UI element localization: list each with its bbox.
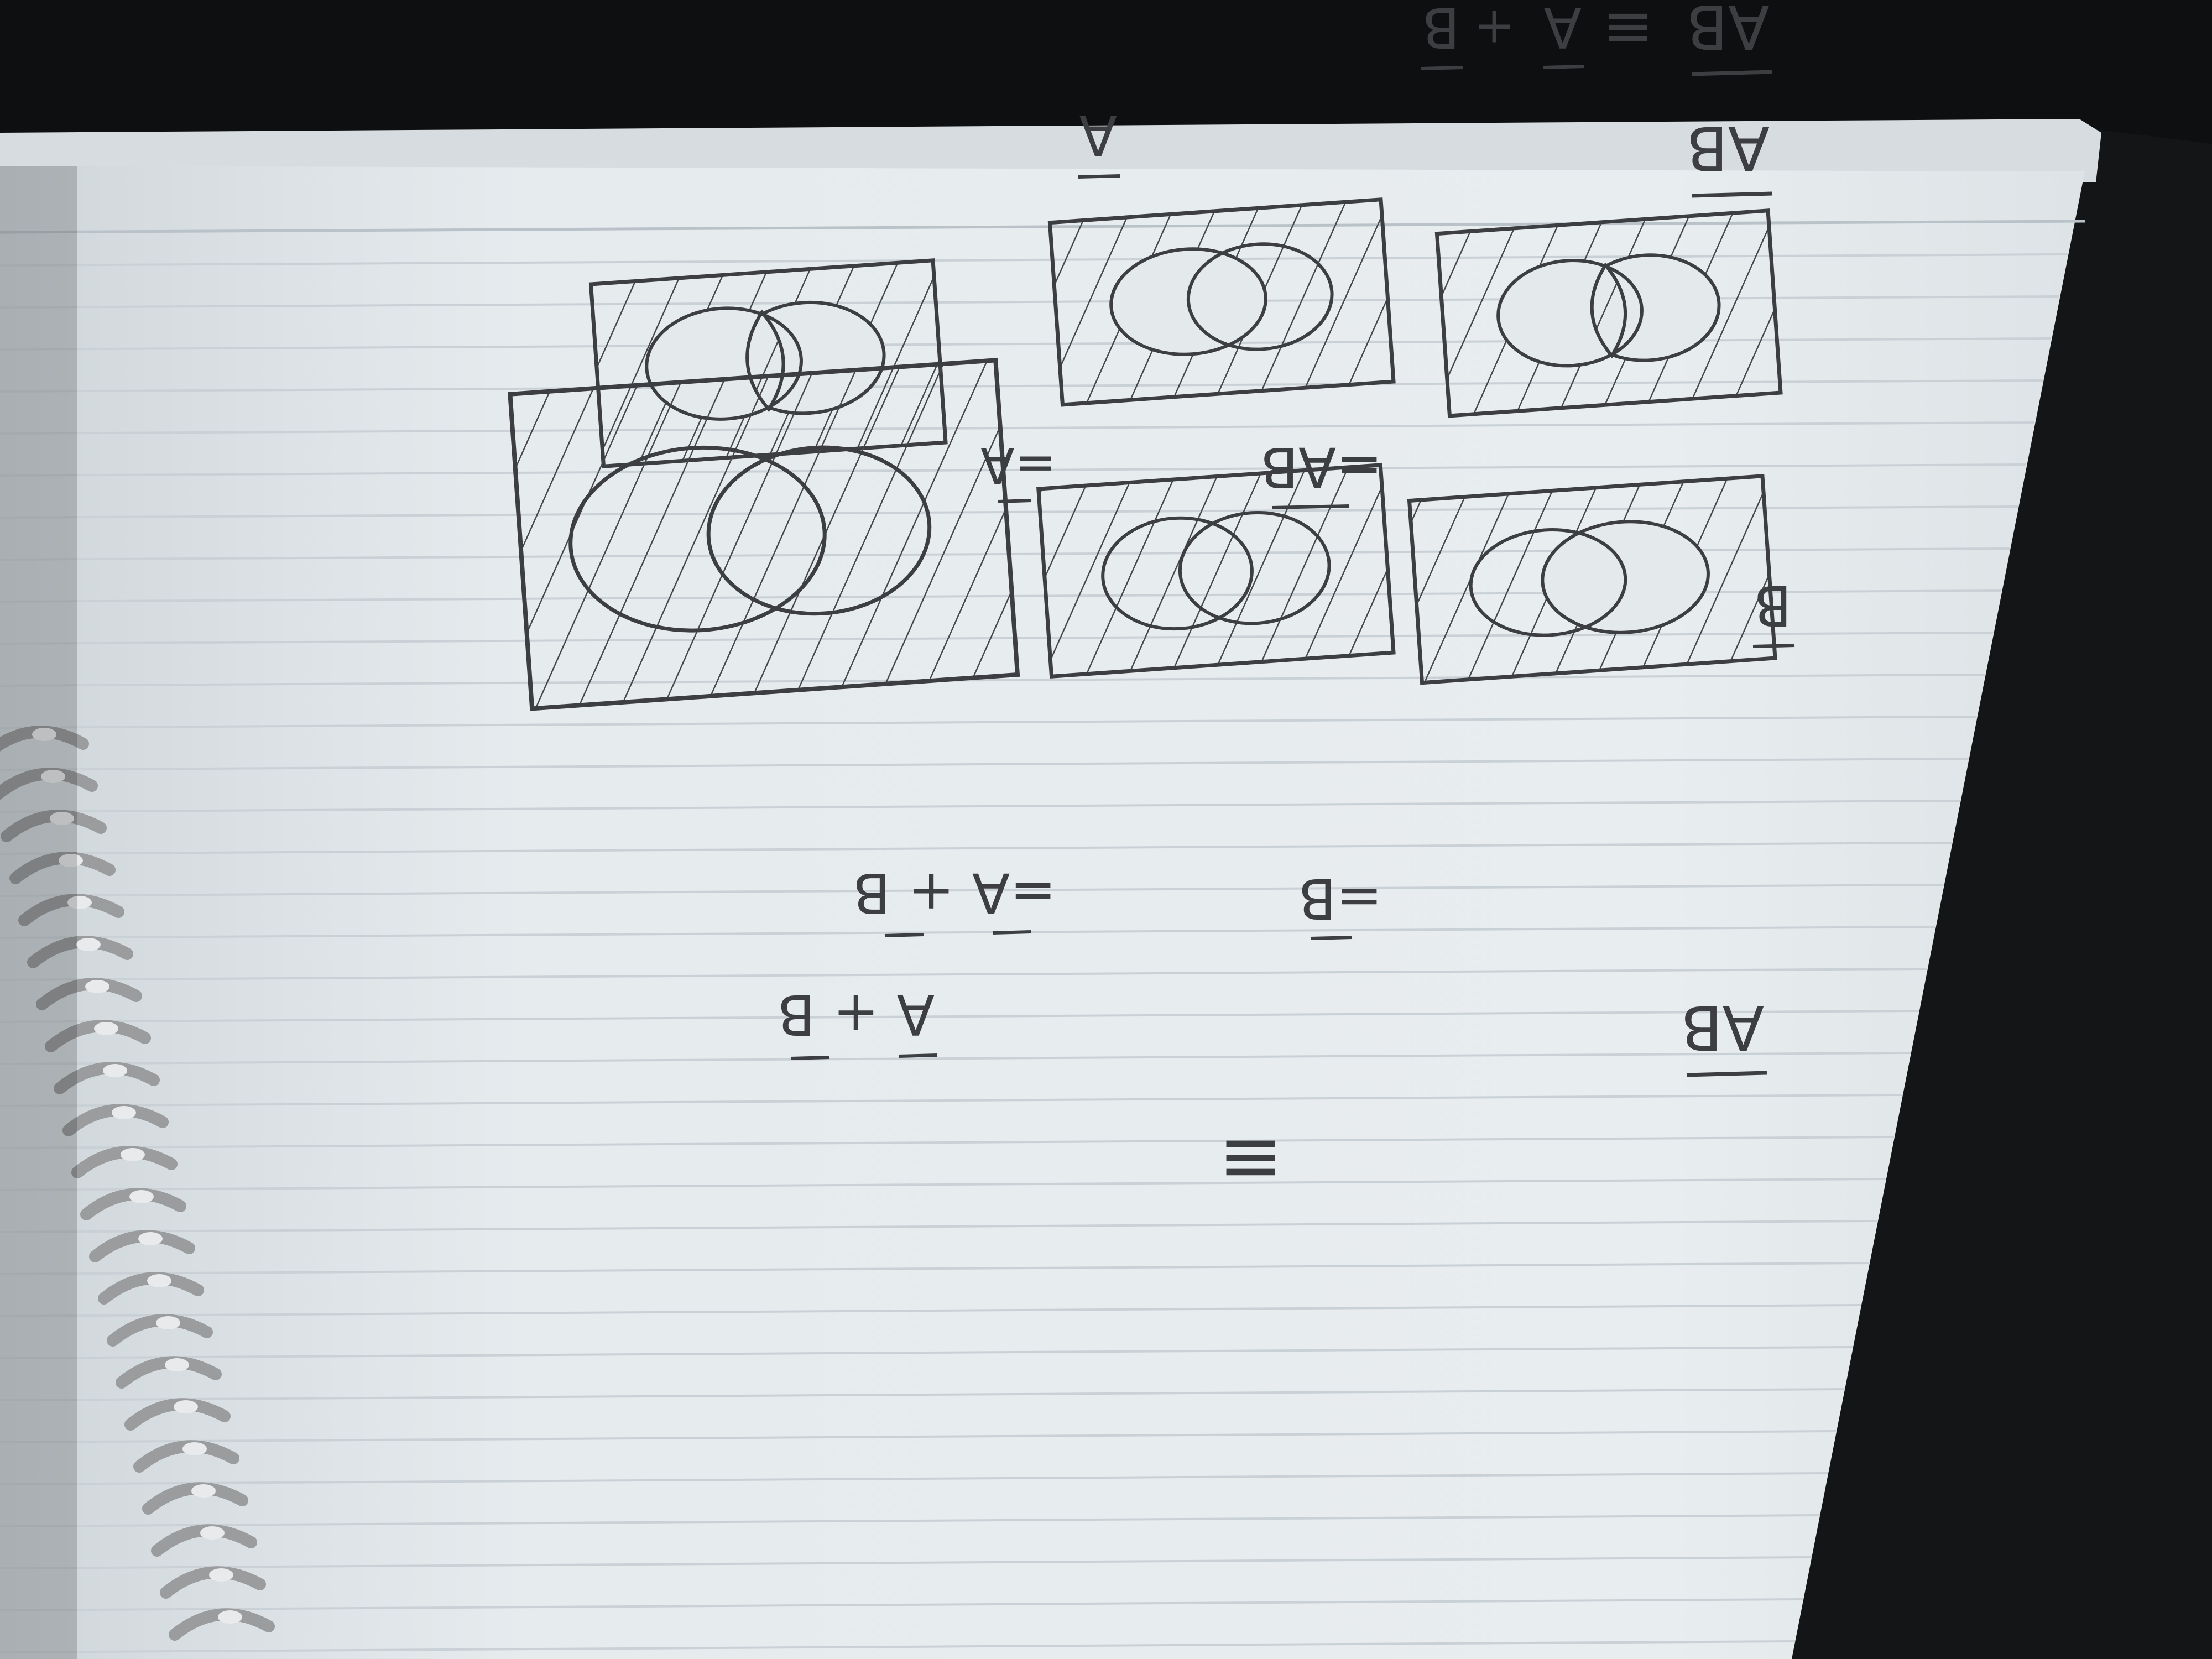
top-eq-plus: + bbox=[1474, 0, 1515, 57]
ruled-line bbox=[0, 1262, 1870, 1275]
ruled-line bbox=[0, 1388, 1845, 1401]
left-label-b: B bbox=[1754, 573, 1792, 638]
spiral-ring-highlight bbox=[209, 1568, 233, 1582]
right-label-equiv: ≡ bbox=[1218, 1115, 1283, 1205]
right-label-sum-bar-b bbox=[790, 1056, 830, 1060]
ruled-line bbox=[0, 674, 1985, 687]
venn-AB bbox=[1434, 208, 1783, 418]
ruled-line bbox=[0, 1514, 1820, 1527]
left-label-eq-a: =A bbox=[980, 436, 1056, 494]
ruled-line bbox=[0, 758, 1969, 771]
ruled-line bbox=[0, 1220, 1878, 1233]
left-label-eq-ab: =AB bbox=[1260, 435, 1383, 499]
spiral-ring-highlight bbox=[50, 812, 74, 825]
venn-A-complement bbox=[1407, 474, 1777, 685]
ruled-line bbox=[0, 968, 1927, 981]
ruled-line bbox=[0, 1094, 1903, 1107]
handwritten-notes: AB ≡ A + B AB A =AB =A B =B =A + B AB A … bbox=[508, 0, 1795, 1205]
top-eq-lhs: AB bbox=[1686, 0, 1770, 62]
ruled-line bbox=[0, 1346, 1853, 1359]
left-label-a: A bbox=[1079, 103, 1117, 168]
spiral-ring-highlight bbox=[191, 1484, 216, 1498]
right-label-ab: AB bbox=[1681, 992, 1764, 1063]
ruled-line bbox=[0, 1430, 1837, 1443]
ruled-line bbox=[0, 1010, 1919, 1023]
left-label-ab-bar bbox=[1692, 191, 1773, 198]
ruled-line bbox=[0, 1178, 1886, 1191]
mid-label-eq-sum-bar-a bbox=[992, 930, 1032, 935]
spiral-ring-highlight bbox=[165, 1358, 189, 1371]
venn-A-plus-B-right bbox=[508, 358, 1020, 711]
spiral-ring-highlight bbox=[218, 1610, 242, 1624]
top-eq-lhs-bar bbox=[1692, 70, 1773, 76]
spiral-ring-highlight bbox=[182, 1442, 207, 1455]
spiral-ring-highlight bbox=[85, 980, 109, 993]
spiral-ring-highlight bbox=[129, 1190, 154, 1203]
left-label-b-bar bbox=[1752, 644, 1795, 648]
spiral-ring-highlight bbox=[59, 854, 83, 867]
ruled-line bbox=[0, 842, 1952, 855]
left-label-a-bar bbox=[1078, 174, 1120, 179]
spiral-ring-highlight bbox=[94, 1022, 118, 1035]
left-label-eq-a-bar bbox=[998, 499, 1032, 503]
spiral-ring-highlight bbox=[200, 1526, 225, 1540]
spiral-ring-highlight bbox=[103, 1064, 127, 1077]
notebook-cover bbox=[1792, 127, 2212, 1659]
spiral-ring-highlight bbox=[174, 1400, 198, 1413]
top-eq-rhs-b-bar bbox=[1421, 66, 1463, 70]
ruled-line bbox=[0, 463, 2027, 477]
spiral-ring-highlight bbox=[67, 896, 92, 909]
ruled-line bbox=[0, 1556, 1812, 1569]
mid-label-eq-sum-bar-b bbox=[884, 933, 924, 937]
venn-B-complement bbox=[1047, 197, 1396, 407]
ruled-line bbox=[0, 926, 1936, 939]
ruled-line bbox=[0, 1052, 1911, 1065]
spiral-ring-highlight bbox=[112, 1106, 136, 1119]
ruled-line bbox=[0, 884, 1944, 897]
right-label-ab-bar bbox=[1686, 1071, 1767, 1077]
mid-label-eq-sum: =A + B bbox=[853, 860, 1056, 925]
ruled-line bbox=[0, 1304, 1861, 1317]
top-eq-rhs-a-bar bbox=[1542, 65, 1585, 69]
ruled-line bbox=[0, 1598, 1804, 1611]
paper-stack-edge bbox=[0, 119, 2101, 182]
spiral-ring-highlight bbox=[32, 728, 56, 741]
ruled-line bbox=[0, 1136, 1895, 1149]
right-label-sum: A + B bbox=[778, 982, 935, 1047]
left-label-eq-ab-bar bbox=[1271, 504, 1350, 509]
left-label-ab: AB bbox=[1686, 113, 1770, 184]
spiral-ring-highlight bbox=[41, 770, 65, 783]
right-label-sum-bar-a bbox=[898, 1053, 938, 1058]
venn-A-plus-B-complement bbox=[1036, 463, 1396, 679]
mid-label-eq-b-bar bbox=[1310, 936, 1353, 940]
spiral-ring-highlight bbox=[147, 1274, 171, 1287]
top-eq-rhs-b: B bbox=[1422, 0, 1460, 60]
mid-label-eq-b: =B bbox=[1298, 866, 1383, 931]
spiral-ring-highlight bbox=[156, 1316, 180, 1329]
spiral-ring-highlight bbox=[76, 938, 101, 951]
spiral-binding bbox=[0, 726, 275, 1641]
ruled-line bbox=[0, 1640, 1796, 1653]
ruled-line bbox=[0, 800, 1960, 813]
top-eq-rhs-a: A bbox=[1544, 0, 1582, 60]
ruled-line bbox=[0, 421, 2034, 435]
top-eq-equiv: ≡ bbox=[1603, 0, 1653, 65]
ruled-line bbox=[0, 716, 1977, 729]
spiral-ring-highlight bbox=[138, 1232, 163, 1245]
ruled-line bbox=[0, 1472, 1828, 1485]
left-shadow bbox=[0, 166, 77, 1659]
spiral-ring-highlight bbox=[121, 1148, 145, 1161]
